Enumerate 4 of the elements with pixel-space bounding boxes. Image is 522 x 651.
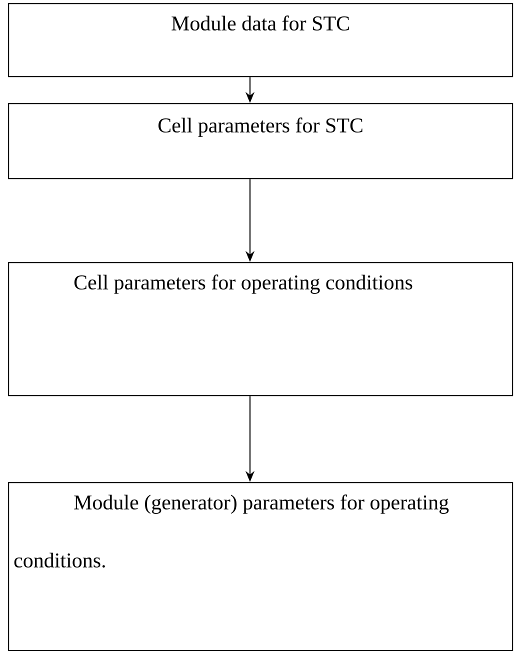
process-box: Module data for STC [8,3,514,78]
process-box: Module (generator) parameters for operating conditions. [8,482,514,651]
process-box: Cell parameters for STC [8,103,514,180]
process-box: Cell parameters for operating conditions [8,262,514,396]
